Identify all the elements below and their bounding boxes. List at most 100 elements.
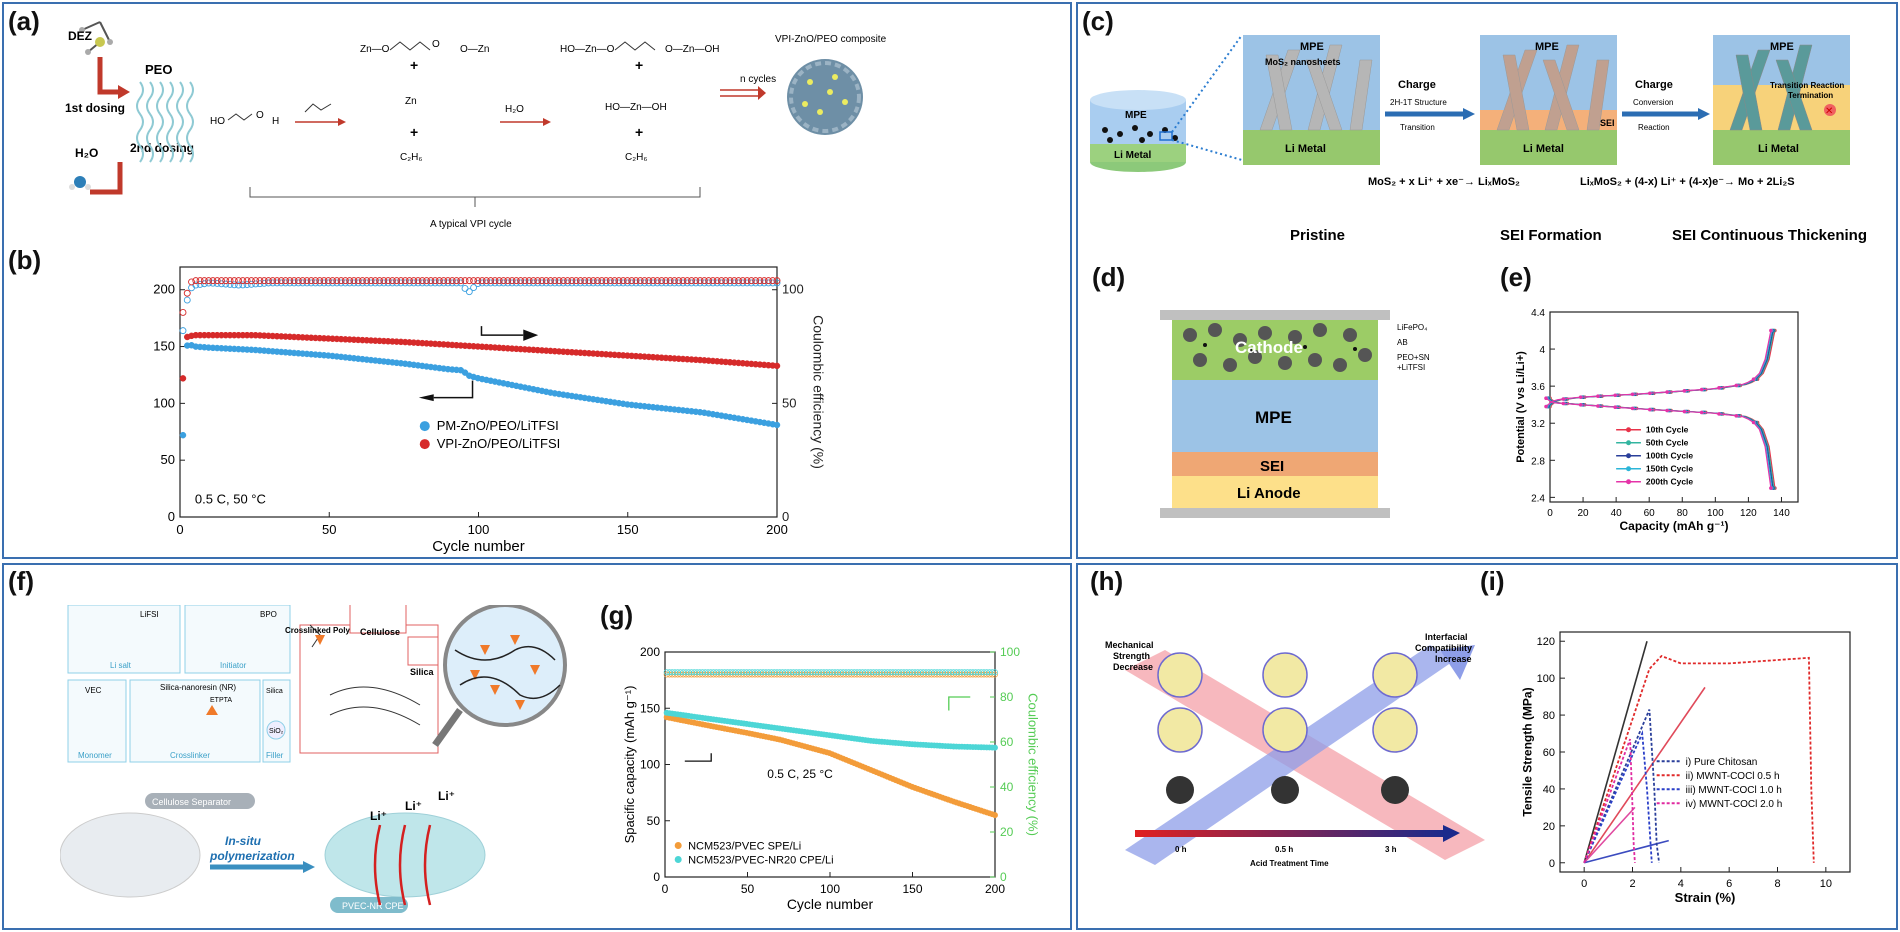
data-point-ce-vpi — [666, 277, 674, 285]
legend-marker — [674, 856, 682, 863]
data-point-ce-vpi — [359, 277, 366, 285]
series-curve — [1583, 709, 1660, 864]
discharge-point — [1648, 407, 1652, 412]
charge-curve — [1545, 330, 1772, 407]
legend-label: 150th Cycle — [1646, 464, 1694, 474]
y-tick-label: 60 — [1543, 747, 1555, 759]
data-point-ce-pm — [337, 279, 345, 287]
panel-letter-f: (f) — [8, 566, 34, 596]
data-point-ce-vpi — [491, 277, 499, 285]
c-sei-label: SEI — [1600, 118, 1615, 128]
data-point-ce-pm — [619, 279, 627, 287]
data-point-ce-vpi — [474, 277, 482, 285]
data-point-ce-pm — [568, 279, 576, 287]
data-point-ce-pm — [683, 279, 691, 287]
data-point-ce-pm — [354, 279, 362, 287]
data-point-ce-vpi — [346, 277, 354, 285]
c-charge-2: Charge — [1635, 79, 1673, 91]
data-point-cpe — [992, 744, 998, 751]
cap-axis-arrow — [433, 380, 474, 399]
data-point-ce-pm — [371, 279, 379, 287]
svg-text:Zn—O: Zn—O — [360, 44, 390, 55]
legend-label: PM-ZnO/PEO/LiTFSI — [437, 418, 559, 433]
y-tick-label: 3.2 — [1531, 419, 1545, 430]
svg-text:+: + — [635, 124, 643, 140]
data-point-ce-pm — [226, 280, 234, 288]
panel-d-scheme: Cathode MPE SEI Li Anode LiFePO₄ AB PEO+… — [1160, 310, 1430, 518]
legend-marker — [419, 439, 430, 450]
x-tick-label: 80 — [1677, 508, 1689, 519]
panel-f-scheme: LiFSI BPO Li salt Initiator VEC Silica-n… — [60, 605, 567, 913]
data-point-ce-vpi — [611, 277, 619, 285]
f-silica-nr: Silica-nanoresin (NR) — [160, 683, 236, 692]
data-point-ce-vpi — [384, 277, 392, 285]
data-point-ce-vpi — [286, 277, 294, 285]
c-li-3: Li Metal — [1758, 143, 1799, 155]
d-sei: SEI — [1260, 458, 1284, 475]
charge-point — [1544, 404, 1548, 409]
data-point-ce-pm — [756, 279, 764, 287]
y-tick-label: 50 — [647, 814, 661, 828]
data-point-ce-vpi — [641, 277, 648, 285]
data-point-ce-pm — [547, 279, 554, 287]
data-point-ce-pm — [564, 279, 572, 287]
data-point-ce-vpi — [769, 277, 777, 285]
data-point-ce-pm — [735, 279, 742, 287]
f-bpo: BPO — [260, 610, 277, 619]
svg-text:O—Zn: O—Zn — [460, 44, 489, 55]
data-point-ce-vpi — [418, 277, 426, 285]
data-point-ce-vpi — [568, 277, 576, 285]
y-tick-label: 100 — [153, 395, 175, 410]
f-vec: VEC — [85, 686, 102, 695]
data-point-ce-pm — [461, 285, 469, 292]
data-point-ce-vpi — [461, 277, 469, 285]
data-point-ce-vpi — [662, 277, 670, 285]
data-point-ce-vpi — [363, 277, 371, 285]
data-point-ce-vpi — [512, 277, 520, 285]
data-point-ce-pm — [696, 279, 704, 287]
data-point-ce-vpi — [717, 277, 725, 285]
data-point-ce-pm — [363, 279, 371, 287]
data-point-ce-vpi — [256, 277, 264, 285]
x-tick-label: 200 — [985, 882, 1005, 896]
c-trt: Transition Reaction — [1770, 81, 1844, 90]
data-point-ce-pm — [307, 279, 315, 287]
data-point-ce-pm — [495, 279, 503, 287]
svg-text:HO: HO — [210, 116, 225, 127]
y-tick-label: 150 — [153, 339, 175, 354]
data-point-ce-pm — [196, 280, 204, 288]
data-point-ce-vpi — [517, 277, 525, 285]
data-point-ce-vpi — [504, 277, 512, 285]
data-point-ce-pm — [649, 279, 657, 287]
data-point-ce-pm — [555, 279, 563, 287]
x-tick-label: 150 — [902, 882, 922, 896]
x-tick-label: 100 — [468, 522, 490, 537]
f-crosslinked: Crosslinked Polymer — [285, 626, 365, 635]
data-point-ce-vpi — [589, 277, 597, 285]
data-point-ce-pm — [380, 279, 388, 287]
data-point-ce-pm — [670, 279, 678, 287]
h-t0: 0 h — [1175, 845, 1187, 854]
data-point-ce-vpi — [329, 277, 337, 285]
c-stage-2: SEI Formation — [1500, 227, 1602, 244]
data-point-ce-vpi — [765, 277, 772, 285]
legend-marker — [1626, 440, 1632, 446]
data-point-ce-pm — [636, 279, 644, 287]
d-lbl-2: AB — [1397, 338, 1408, 347]
data-point-ce-vpi — [675, 277, 683, 285]
data-point-ce-vpi — [226, 277, 234, 285]
charge-curve — [1547, 330, 1774, 407]
guide-line — [1583, 686, 1706, 864]
data-point-ce-vpi — [534, 277, 542, 285]
panel-letter-h: (h) — [1090, 566, 1124, 596]
legend-label: iii) MWNT-COCl 1.0 h — [1686, 785, 1782, 796]
data-point-ce-vpi — [482, 277, 490, 285]
data-point-ce-pm — [478, 279, 486, 287]
data-point-ce-vpi — [521, 277, 529, 285]
data-point-ce-pm — [769, 279, 777, 287]
data-point-ce-pm — [675, 279, 683, 287]
data-point-ce-cpe — [989, 669, 996, 676]
data-point-ce-pm — [235, 281, 242, 289]
panel-frame-cde — [1076, 2, 1898, 559]
legend-marker — [674, 842, 682, 849]
